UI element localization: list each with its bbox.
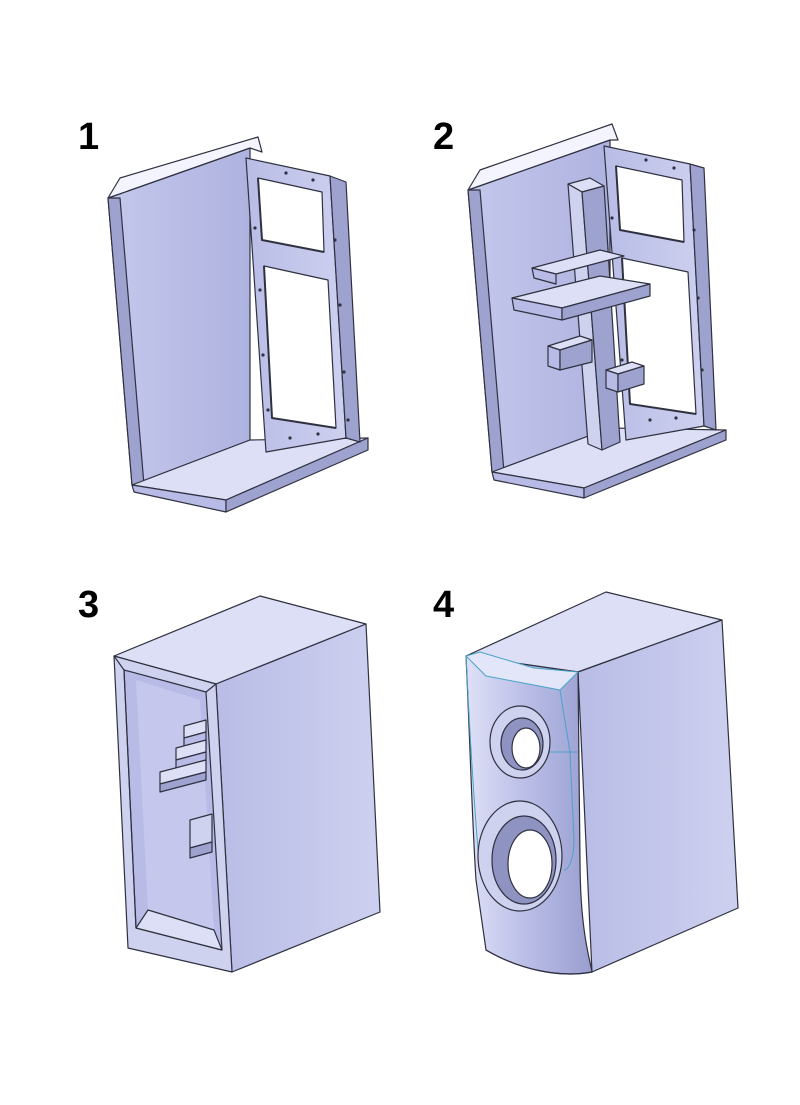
baffle-chamfer: [465, 651, 579, 691]
right-side-panel: [215, 623, 381, 973]
screw-holes: [253, 171, 350, 440]
frame-opening-lower: [263, 265, 337, 429]
step-3-model: [113, 595, 381, 973]
bottom-right-edge: [583, 429, 727, 499]
step-label-3: 3: [78, 584, 100, 626]
step-2-model: [467, 123, 727, 499]
step-label-1: 1: [78, 116, 100, 158]
lower-cross-brace: [547, 335, 645, 393]
woofer-opening: [477, 800, 563, 912]
step-label-4: 4: [433, 584, 455, 626]
top-strip: [467, 123, 619, 191]
upper-cross-brace: [511, 249, 651, 321]
interior-braces: [159, 719, 213, 859]
side-frame-edge: [689, 163, 717, 431]
step-label-2: 2: [433, 116, 455, 158]
interior-floor: [135, 909, 223, 951]
right-side-panel: [577, 619, 739, 973]
step-4-model: [465, 591, 739, 975]
top-strip: [107, 136, 263, 199]
step-1-model: [107, 136, 369, 513]
side-frame-edge: [329, 175, 361, 443]
tweeter-opening: [489, 705, 551, 779]
bottom-right-edge: [225, 437, 369, 513]
